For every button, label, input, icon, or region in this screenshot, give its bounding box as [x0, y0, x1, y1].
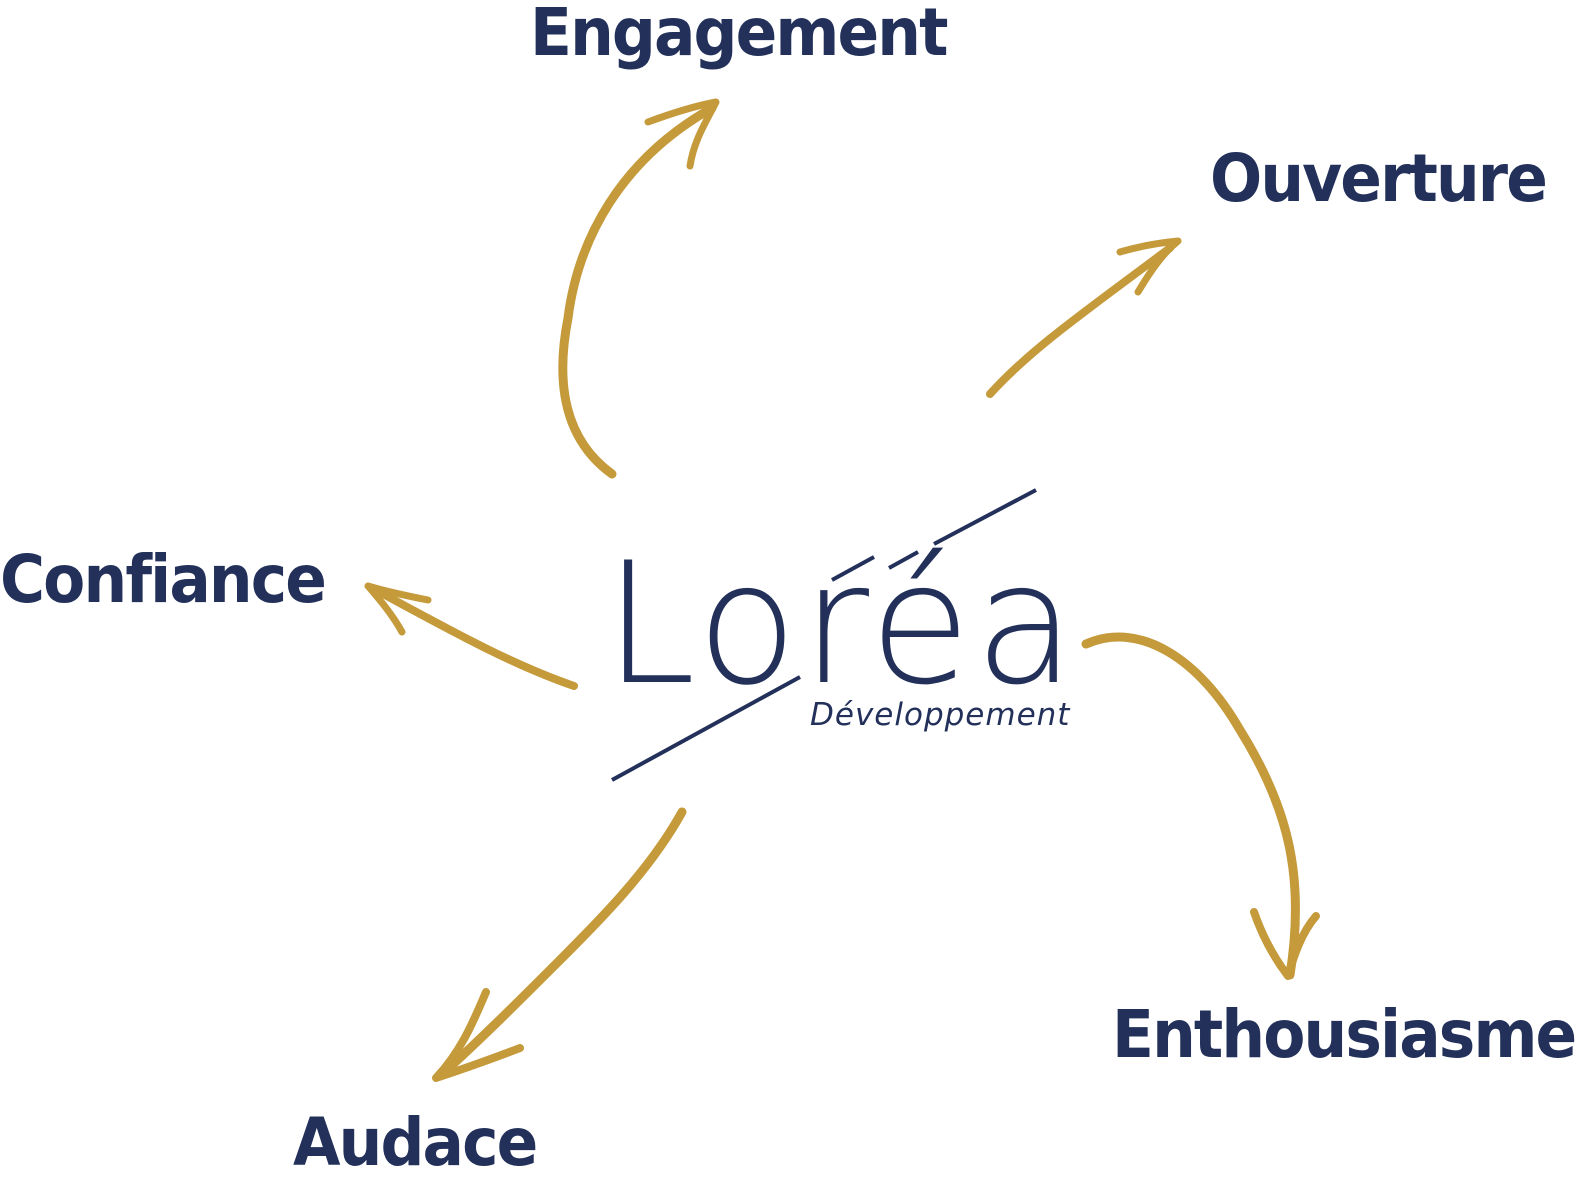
arrow-group — [364, 98, 1320, 1082]
arrow-confiance — [364, 582, 578, 690]
arrow-ouverture — [986, 237, 1182, 398]
value-ouverture: Ouverture — [1210, 140, 1548, 217]
logo-tagline: Développement — [810, 697, 1071, 733]
value-confiance: Confiance — [0, 541, 327, 618]
arrow-audace — [432, 807, 687, 1082]
arrow-enthousiasme — [1081, 632, 1320, 980]
value-audace: Audace — [293, 1104, 538, 1181]
value-enthousiasme: Enthousiasme — [1112, 996, 1577, 1073]
logo-name: Loréa — [604, 526, 1080, 722]
logo-slash — [611, 488, 1037, 782]
arrow-engagement — [558, 98, 720, 479]
value-engagement: Engagement — [530, 0, 948, 71]
